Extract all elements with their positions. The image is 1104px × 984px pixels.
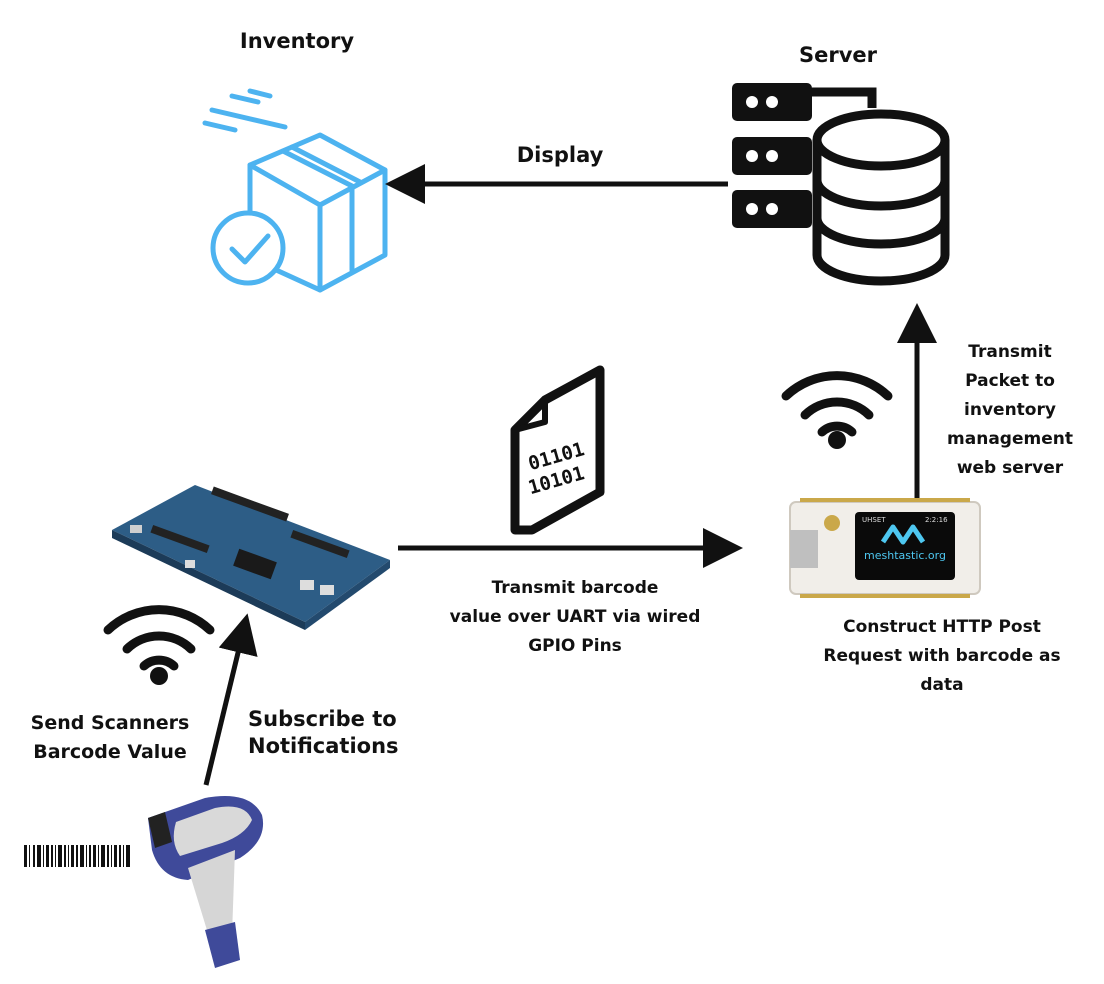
- wifi-icon-lora: [781, 371, 893, 449]
- inventory-box-icon: [202, 88, 388, 293]
- barcode-image: [24, 845, 130, 867]
- server-label: Server: [798, 43, 877, 67]
- barcode-scanner-image: [148, 796, 264, 968]
- binary-file-icon: 01101 10101: [510, 365, 605, 535]
- nrf-dev-board-image: [112, 485, 390, 630]
- server-database-icon: [732, 83, 950, 286]
- transmit-packet-label: Transmit Packet to inventory management …: [947, 342, 1073, 478]
- construct-http-label: Construct HTTP Post Request with barcode…: [823, 617, 1061, 695]
- lora-status-left: UHSET: [862, 516, 886, 524]
- display-label: Display: [516, 143, 604, 167]
- inventory-label: Inventory: [239, 29, 355, 53]
- wifi-icon-scanner: [103, 605, 215, 685]
- transmit-barcode-label: Transmit barcode value over UART via wir…: [449, 578, 701, 656]
- lora-board-image: UHSET 2:2:16 meshtastic.org: [789, 498, 981, 598]
- send-scanners-label: Send Scanners Barcode Value: [30, 712, 190, 763]
- scanner-arrow: [203, 613, 258, 786]
- lora-screen-brand: meshtastic.org: [864, 549, 946, 562]
- subscribe-label: Subscribe to Notifications: [248, 707, 399, 758]
- lora-status-right: 2:2:16: [925, 516, 948, 524]
